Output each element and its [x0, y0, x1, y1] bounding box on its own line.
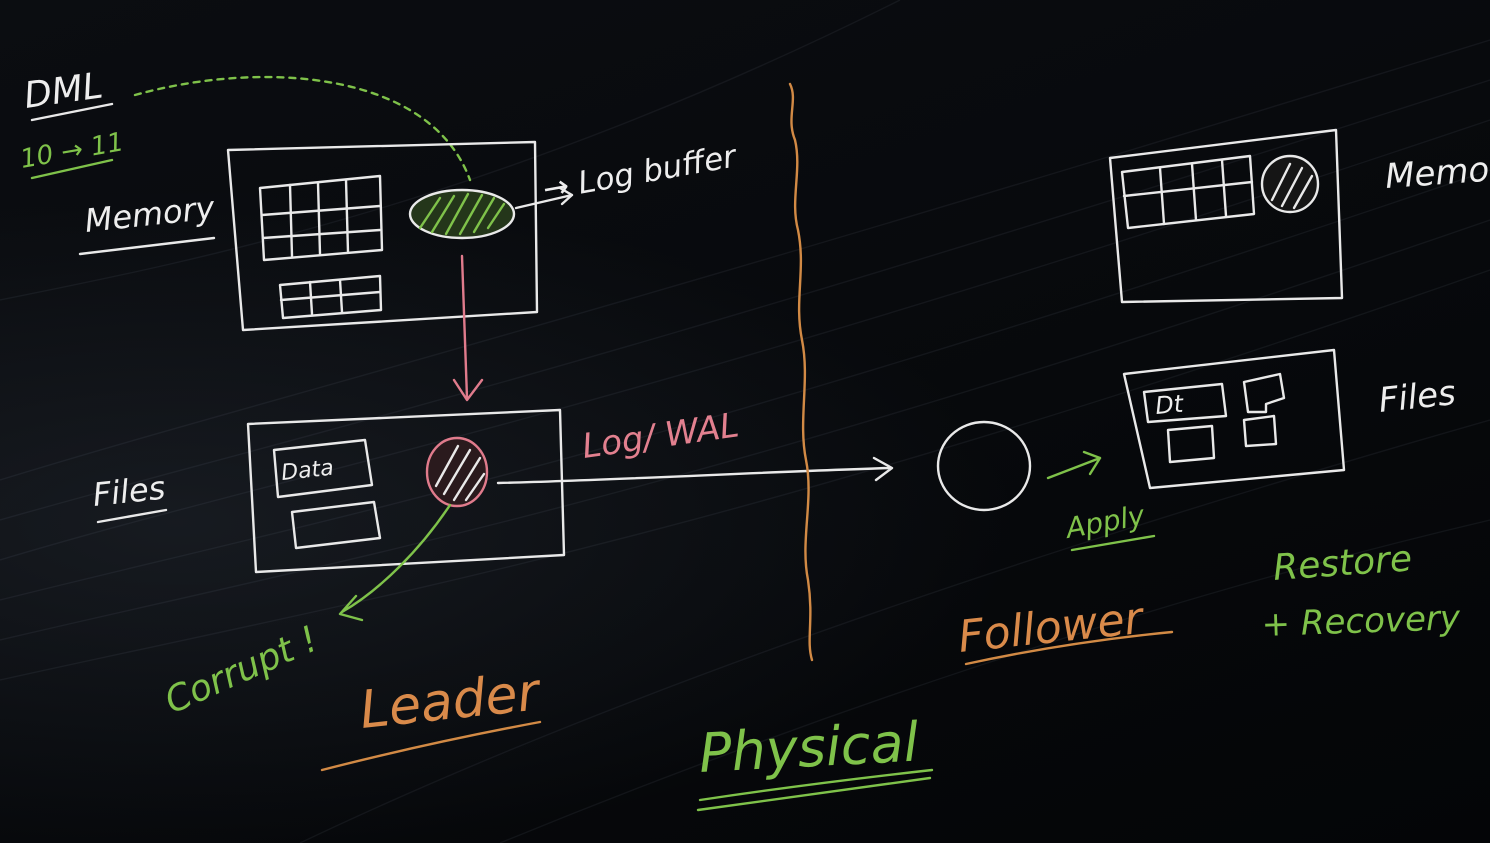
data-block-icon	[272, 438, 374, 499]
dml-underline	[30, 102, 114, 122]
data-box-label: Data	[280, 456, 335, 486]
memory-box-right	[1108, 128, 1344, 304]
dml-dashed-arc	[133, 75, 472, 182]
memory-underline-left	[78, 236, 216, 256]
leader-underline	[320, 720, 542, 772]
version-label: 10 → 11	[18, 127, 126, 175]
recovery-label: + Recovery	[1261, 598, 1462, 645]
physical-underline	[698, 768, 934, 802]
memory-table-icon-right	[1120, 154, 1256, 230]
log-wal-label: Log/ WAL	[580, 405, 742, 467]
follower-underline	[964, 630, 1174, 666]
files-label-left: Files	[91, 469, 167, 514]
log-buffer-arrow	[514, 186, 574, 210]
files-box-left	[246, 408, 566, 574]
memory-small-table-icon	[278, 274, 383, 320]
memory-box-left	[226, 140, 539, 332]
memory-table-icon	[258, 174, 384, 262]
leader-label: Leader	[357, 662, 545, 741]
physical-label: Physical	[697, 711, 920, 785]
restore-label: Restore	[1272, 538, 1414, 589]
physical-divider	[788, 82, 814, 662]
memory-label-left: Memory	[83, 188, 217, 240]
files-underline-left	[96, 508, 168, 524]
flush-arrow	[452, 254, 484, 402]
corrupt-arrow	[338, 503, 452, 622]
files-label-right: Files	[1377, 373, 1458, 421]
log-buffer-oval	[408, 188, 516, 240]
dt-block-icon	[1142, 382, 1228, 424]
received-log-circle	[936, 420, 1032, 512]
files-box-right	[1122, 348, 1346, 490]
version-underline	[30, 158, 114, 180]
apply-underline	[1070, 534, 1156, 552]
dml-label: DML	[22, 65, 106, 117]
dt-box-label: Dt	[1154, 390, 1186, 420]
log-wal-circle	[425, 436, 489, 508]
corrupt-label: Corrupt !	[159, 619, 324, 723]
memory-label-right: Memo	[1384, 150, 1490, 197]
memory-circle-right	[1260, 154, 1320, 214]
apply-arrow	[1046, 450, 1102, 480]
replication-arrow	[496, 456, 894, 485]
follower-label: Follower	[956, 593, 1148, 663]
log-buffer-label: → Log buffer	[540, 138, 741, 208]
